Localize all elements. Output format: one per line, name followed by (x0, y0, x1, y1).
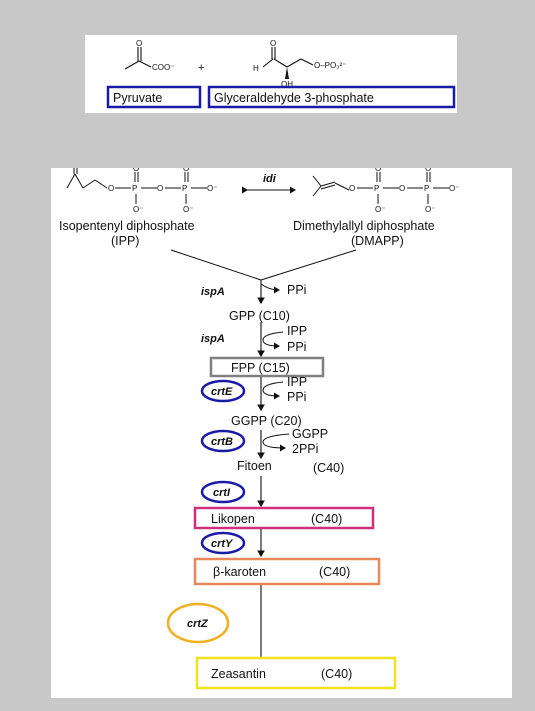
enzyme-crtI: crtI (213, 487, 231, 499)
svg-text:O: O (349, 184, 355, 193)
likopen-carbon: (C40) (311, 512, 342, 526)
crtB-circle (200, 429, 246, 453)
karoten-carbon: (C40) (319, 565, 350, 579)
enzyme-ispA-2: ispA (201, 333, 225, 345)
enzyme-crtZ: crtZ (187, 618, 209, 630)
svg-text:O: O (183, 168, 189, 173)
svg-text:O⁻: O⁻ (425, 205, 435, 214)
g3p-label: Glyceraldehyde 3-phosphate (214, 91, 374, 105)
ppi-2: PPi (287, 340, 306, 354)
converging-lines (170, 249, 357, 281)
fpp-box (209, 356, 325, 378)
pyruvate-structure (124, 47, 152, 70)
cofactor-arrow-icon (262, 381, 284, 400)
enzyme-crtB: crtB (211, 436, 233, 448)
g3p-box (207, 85, 456, 109)
svg-text:O: O (133, 168, 139, 173)
zeasantin-box (195, 656, 397, 690)
ipp-2: IPP (287, 324, 307, 338)
g3p-h: H (253, 64, 259, 73)
g3p-oxygen: O (270, 39, 276, 48)
svg-text:O: O (157, 184, 163, 193)
svg-text:P: P (132, 184, 137, 193)
ipp-3: IPP (287, 375, 307, 389)
zeasantin-carbon: (C40) (321, 667, 352, 681)
enzyme-ispA-1: ispA (201, 286, 225, 298)
enzyme-crtE: crtE (211, 386, 233, 398)
g3p-phosphate: O–PO₃²⁻ (314, 61, 346, 70)
svg-text:O⁻: O⁻ (375, 205, 385, 214)
crtE-circle (200, 379, 246, 403)
ppi-4: 2PPi (292, 442, 318, 456)
ggpp-in: GGPP (292, 427, 328, 441)
svg-text:O: O (375, 168, 381, 173)
karoten-label: β-karoten (213, 565, 266, 579)
svg-text:O: O (425, 168, 431, 173)
fitoen-label: Fitoen (237, 459, 272, 473)
svg-text:O⁻: O⁻ (183, 205, 193, 214)
dmapp-name: Dimethylallyl diphosphate (293, 219, 435, 233)
pyruvate-coo: COO⁻ (152, 63, 174, 72)
fitoen-carbon: (C40) (313, 461, 344, 475)
ipp-abbr: (IPP) (111, 234, 139, 248)
g3p-structure (262, 47, 314, 68)
svg-text:O⁻: O⁻ (133, 205, 143, 214)
reactants-diagram: O COO⁻ + O H OH O–PO₃²⁻ Pyruvate Glycera… (106, 39, 456, 109)
top-reactants-panel: O COO⁻ + O H OH O–PO₃²⁻ Pyruvate Glycera… (85, 35, 457, 113)
byproduct-arrow-icon (260, 283, 280, 294)
crtI-circle (200, 480, 246, 504)
enzyme-crtY: crtY (211, 538, 234, 550)
plus-sign: + (198, 62, 204, 74)
crtZ-circle (166, 602, 230, 644)
g3p-wedge-bond (285, 67, 289, 79)
svg-text:P: P (424, 184, 429, 193)
g3p-oh: OH (281, 80, 293, 89)
dmapp-atoms: O P O O P O O⁻ O⁻ O⁻ (349, 164, 459, 214)
cofactor-arrow-icon (262, 331, 284, 350)
likopen-label: Likopen (211, 512, 255, 526)
karoten-box (193, 557, 381, 586)
ipp-name: Isopentenyl diphosphate (59, 219, 195, 233)
ipp-structure (66, 164, 207, 204)
cofactor-arrow-icon (262, 433, 290, 452)
pyruvate-oxygen: O (136, 39, 142, 48)
zeasantin-label: Zeasantin (211, 667, 266, 681)
ppi-3: PPi (287, 390, 306, 404)
ggpp-label: GGPP (C20) (231, 414, 302, 428)
svg-text:O⁻: O⁻ (449, 184, 459, 193)
gpp-label: GPP (C10) (229, 309, 290, 323)
ipp-atoms: O P O O P O O⁻ O⁻ O⁻ (108, 164, 217, 214)
svg-text:O: O (399, 184, 405, 193)
pathway-panel: O P O O P O O⁻ O⁻ O⁻ idi O P O (51, 164, 512, 698)
dmapp-structure (312, 172, 449, 204)
svg-text:P: P (182, 184, 187, 193)
likopen-box (193, 506, 375, 530)
svg-text:O⁻: O⁻ (207, 184, 217, 193)
dmapp-abbr: (DMAPP) (351, 234, 404, 248)
svg-text:P: P (374, 184, 379, 193)
crtY-circle (200, 531, 246, 555)
fpp-label: FPP (C15) (231, 361, 290, 375)
pyruvate-label: Pyruvate (113, 91, 162, 105)
ppi-1: PPi (287, 283, 306, 297)
carotenoid-pathway-diagram: O P O O P O O⁻ O⁻ O⁻ idi O P O (59, 164, 459, 690)
pyruvate-box (106, 85, 202, 109)
enzyme-idi: idi (263, 173, 277, 185)
svg-text:O: O (108, 184, 114, 193)
